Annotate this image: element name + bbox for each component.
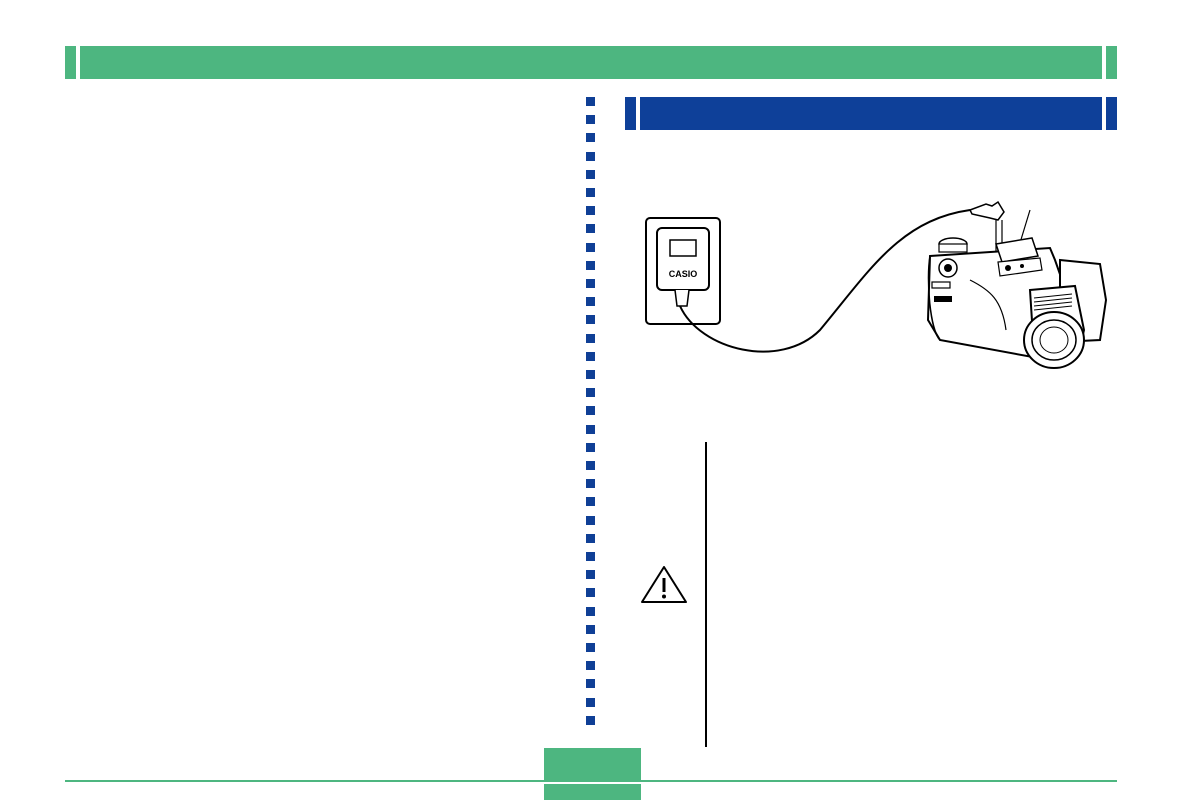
divider-dot <box>586 424 595 434</box>
divider-dot <box>586 643 595 652</box>
divider-dot <box>586 661 595 671</box>
divider-dot <box>586 588 595 598</box>
page-number-tab <box>544 748 641 800</box>
divider-dot <box>586 351 595 361</box>
column-divider <box>586 97 596 737</box>
divider-dot <box>586 297 595 307</box>
section-heading-bar <box>625 97 1117 130</box>
header-band-left-cap <box>76 46 80 79</box>
divider-dot <box>586 115 595 125</box>
divider-dot <box>586 151 595 161</box>
adapter-brand-label: CASIO <box>669 269 698 279</box>
footer-rule <box>65 780 1117 782</box>
divider-dot <box>586 679 595 689</box>
divider-dot <box>586 333 595 343</box>
divider-dot <box>586 533 595 543</box>
divider-dot <box>586 406 595 416</box>
chapter-header-band <box>65 46 1117 79</box>
header-band-right-cap <box>1102 46 1106 79</box>
divider-dot <box>586 388 595 398</box>
divider-dot <box>586 370 595 379</box>
caution-vertical-rule <box>705 442 707 747</box>
adapter-label-window <box>669 239 697 257</box>
divider-dot <box>586 552 595 561</box>
divider-dot <box>586 315 595 325</box>
divider-dot <box>586 260 595 270</box>
divider-dot <box>586 188 595 197</box>
divider-dot <box>586 715 595 725</box>
divider-dot <box>586 624 595 634</box>
divider-dot <box>586 279 595 288</box>
divider-dot <box>586 497 595 507</box>
divider-dot <box>586 133 595 143</box>
section-bar-right-cap <box>1102 97 1106 130</box>
warning-triangle-icon <box>641 566 687 603</box>
adapter-stem <box>674 289 690 307</box>
divider-dot <box>586 479 595 489</box>
ac-adapter-connection-illustration: CASIO <box>645 200 1108 369</box>
divider-dot <box>586 97 595 106</box>
dc-plug <box>968 200 1005 221</box>
divider-dot <box>586 442 595 452</box>
digital-camera <box>926 237 1108 369</box>
divider-dot <box>586 606 595 616</box>
divider-dot <box>586 515 595 525</box>
divider-dot <box>586 697 595 707</box>
power-cord <box>679 209 971 353</box>
section-bar-left-cap <box>636 97 640 130</box>
divider-dot <box>586 169 595 179</box>
divider-dot <box>586 242 595 252</box>
divider-dot <box>586 570 595 580</box>
ac-adapter <box>656 227 710 291</box>
divider-dot <box>586 461 595 470</box>
divider-dot <box>586 206 595 216</box>
divider-dot <box>586 224 595 234</box>
